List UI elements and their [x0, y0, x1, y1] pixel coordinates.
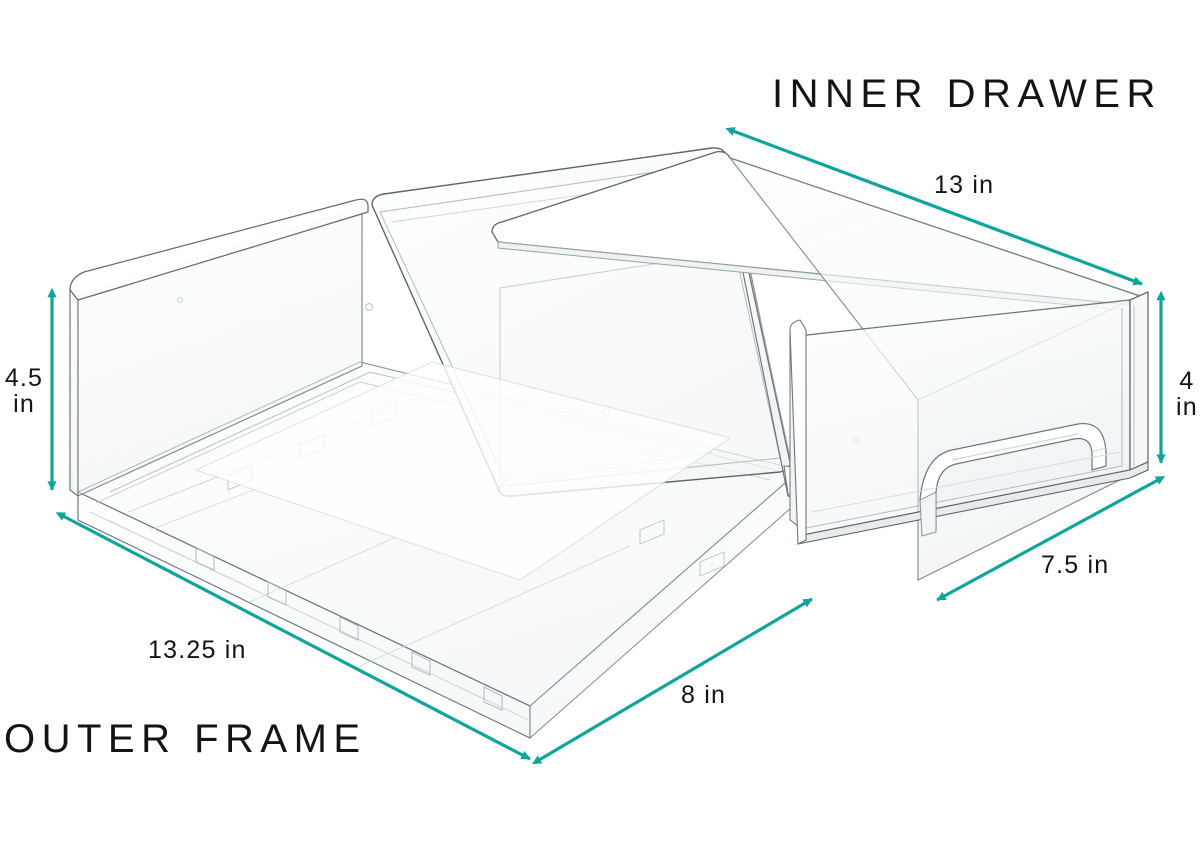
dimension-arrow-outer-frame-depth — [531, 597, 813, 765]
dimension-arrow-inner-drawer-depth — [936, 476, 1166, 602]
dimension-arrow-outer-frame-length — [55, 512, 531, 761]
inner-drawer-title: INNER DRAWER — [772, 72, 1162, 116]
dimension-label-outer-frame-height: 4.5 in — [4, 364, 44, 419]
dimension-label-inner-drawer-height: 4 in — [1176, 367, 1198, 422]
dimension-arrow-inner-drawer-length — [725, 127, 1143, 286]
dimension-label-inner-drawer-depth: 7.5 in — [1041, 551, 1110, 579]
dimension-label-outer-frame-length: 13.25 in — [148, 636, 247, 664]
dimension-arrows — [47, 127, 1166, 765]
dimension-label-inner-drawer-length: 13 in — [934, 171, 995, 199]
dimension-label-outer-frame-depth: 8 in — [681, 681, 727, 709]
outer-frame-title: OUTER FRAME — [4, 717, 367, 761]
